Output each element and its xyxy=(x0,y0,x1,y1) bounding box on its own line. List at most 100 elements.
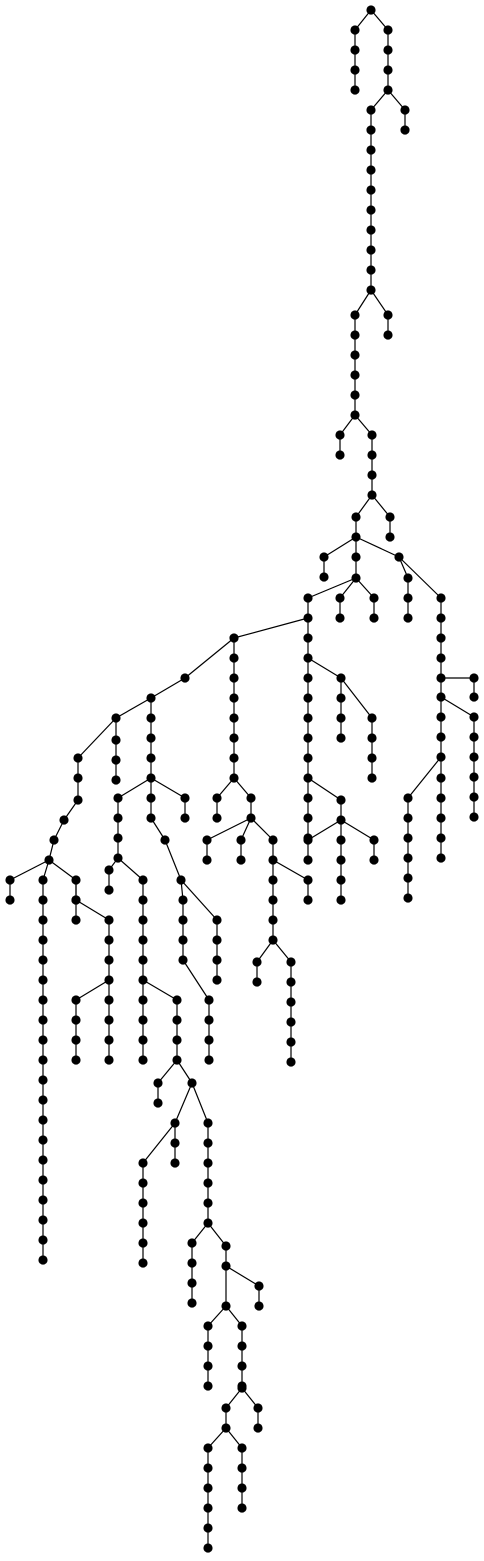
tree-node xyxy=(202,855,212,865)
tree-node xyxy=(71,995,81,1005)
tree-node xyxy=(113,853,123,863)
tree-node xyxy=(436,793,446,803)
tree-edge xyxy=(307,657,342,679)
tree-node xyxy=(350,390,360,400)
tree-node xyxy=(38,1095,48,1105)
tree-node xyxy=(221,1241,231,1251)
tree-node xyxy=(111,713,121,723)
tree-node xyxy=(403,793,413,803)
tree-node xyxy=(104,865,114,875)
tree-node xyxy=(113,793,123,803)
tree-node xyxy=(237,1483,247,1493)
tree-node xyxy=(303,875,313,885)
tree-node xyxy=(229,753,239,763)
tree-node xyxy=(38,1055,48,1065)
tree-node xyxy=(104,885,114,895)
tree-node xyxy=(38,1235,48,1245)
tree-node xyxy=(369,593,379,603)
tree-node xyxy=(336,895,346,905)
tree-node xyxy=(286,1037,296,1047)
tree-node xyxy=(303,855,313,865)
tree-node xyxy=(71,895,81,905)
tree-node xyxy=(303,633,313,643)
tree-node xyxy=(153,1078,163,1088)
tree-node xyxy=(286,957,296,967)
tree-node xyxy=(436,673,446,683)
tree-node xyxy=(351,552,361,562)
tree-node xyxy=(104,1015,114,1025)
tree-edge xyxy=(307,577,357,599)
tree-node xyxy=(229,633,239,643)
tree-node xyxy=(138,915,148,925)
tree-node xyxy=(38,1135,48,1145)
tree-node xyxy=(229,733,239,743)
tree-node xyxy=(469,732,479,742)
tree-node xyxy=(237,1503,247,1513)
tree-edge xyxy=(250,817,274,841)
tree-node xyxy=(366,265,376,275)
tree-edge xyxy=(9,859,50,881)
tree-node xyxy=(303,653,313,663)
tree-node xyxy=(138,1035,148,1045)
tree-node xyxy=(303,613,313,623)
tree-node xyxy=(367,733,377,743)
tree-node xyxy=(367,490,377,500)
tree-node xyxy=(286,997,296,1007)
tree-node xyxy=(5,875,15,885)
tree-node xyxy=(366,105,376,115)
tree-nodes xyxy=(5,5,479,1553)
tree-edge xyxy=(307,819,342,841)
tree-node xyxy=(104,935,114,945)
tree-node xyxy=(268,875,278,885)
tree-node xyxy=(59,815,69,825)
tree-node xyxy=(469,673,479,683)
tree-node xyxy=(38,1195,48,1205)
tree-edge xyxy=(75,899,110,921)
tree-node xyxy=(286,1017,296,1027)
tree-edge xyxy=(48,859,77,881)
tree-node xyxy=(138,935,148,945)
tree-node xyxy=(38,995,48,1005)
tree-node xyxy=(335,430,345,440)
tree-node xyxy=(400,125,410,135)
tree-node xyxy=(286,977,296,987)
tree-node xyxy=(221,1261,231,1271)
tree-node xyxy=(367,450,377,460)
tree-node xyxy=(203,1381,213,1391)
tree-node xyxy=(469,752,479,762)
tree-node xyxy=(436,853,446,863)
tree-node xyxy=(366,225,376,235)
tree-node xyxy=(252,977,262,987)
tree-node xyxy=(38,1215,48,1225)
tree-node xyxy=(146,733,156,743)
tree-node xyxy=(303,593,313,603)
tree-node xyxy=(383,45,393,55)
tree-node xyxy=(229,673,239,683)
tree-node xyxy=(113,833,123,843)
tree-edge xyxy=(191,1082,209,1124)
tree-node xyxy=(403,873,413,883)
tree-node xyxy=(383,65,393,75)
tree-node xyxy=(221,1403,231,1413)
tree-node xyxy=(229,653,239,663)
tree-node xyxy=(253,1423,263,1433)
tree-node xyxy=(254,1301,264,1311)
tree-node xyxy=(366,125,376,135)
tree-edge xyxy=(355,536,400,558)
tree-node xyxy=(336,713,346,723)
tree-node xyxy=(367,430,377,440)
tree-node xyxy=(111,755,121,765)
tree-node xyxy=(170,1138,180,1148)
tree-node xyxy=(303,813,313,823)
tree-node xyxy=(336,795,346,805)
tree-node xyxy=(350,310,360,320)
tree-node xyxy=(394,552,404,562)
tree-node xyxy=(187,1238,197,1248)
tree-node xyxy=(203,1218,213,1228)
tree-node xyxy=(172,995,182,1005)
tree-node xyxy=(146,813,156,823)
tree-node xyxy=(369,855,379,865)
tree-node xyxy=(383,310,393,320)
tree-edge xyxy=(115,697,152,719)
tree-node xyxy=(436,732,446,742)
